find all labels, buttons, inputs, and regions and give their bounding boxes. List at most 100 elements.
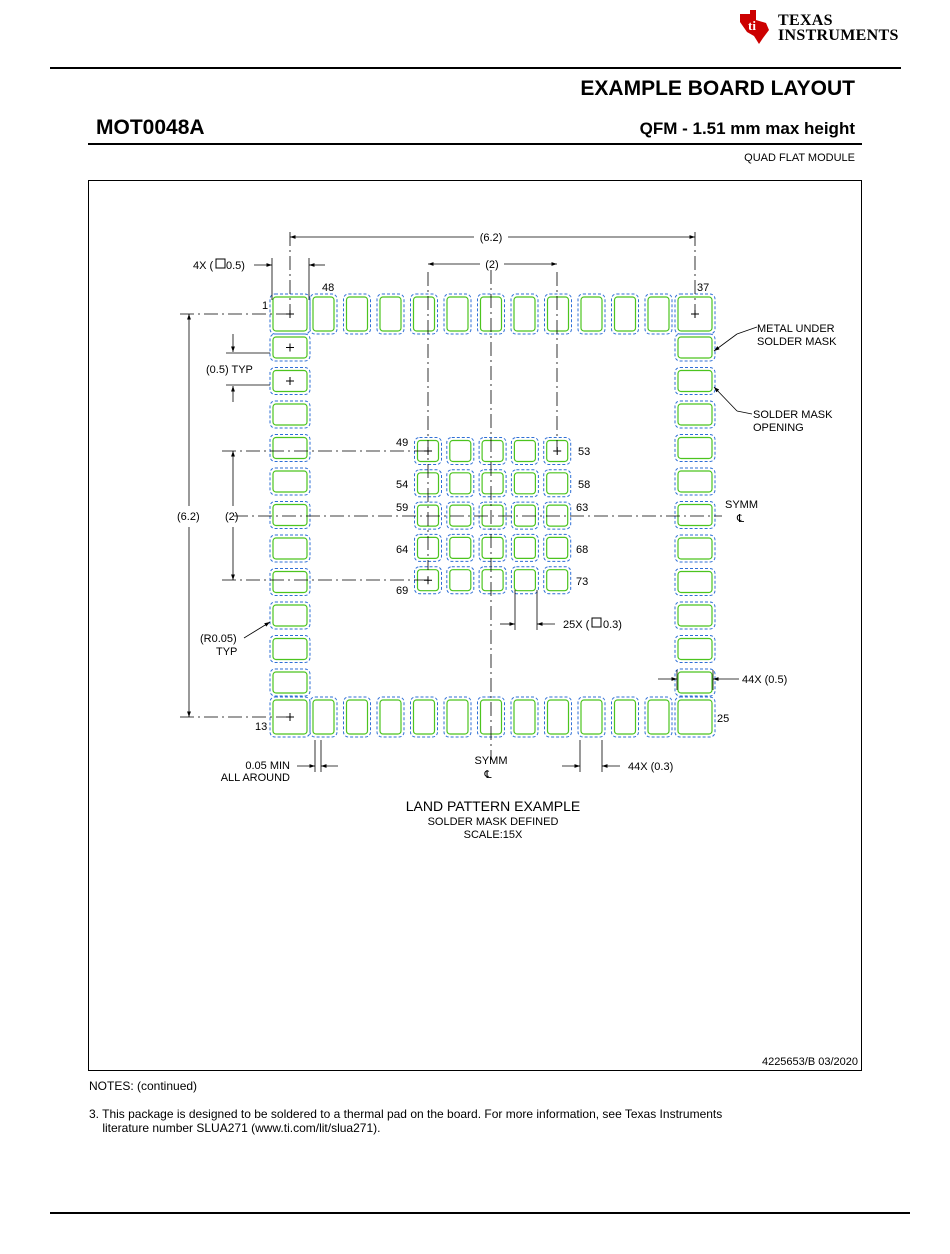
pin-58-label: 58: [578, 479, 590, 491]
pitch-label: (0.5) TYP: [206, 364, 253, 376]
pin-25-label: 25: [717, 713, 729, 725]
left-pad: [269, 668, 311, 697]
corner-pad-size-label: 0.5): [226, 260, 245, 272]
corner-pad: [674, 696, 716, 738]
pin-48-label: 48: [322, 282, 334, 294]
left-pad: [269, 601, 311, 630]
ti-logo: ti TEXAS INSTRUMENTS: [736, 8, 906, 48]
pin-63-label: 63: [576, 502, 588, 514]
logo-line-2: INSTRUMENTS: [778, 27, 899, 44]
caption-scale: SCALE:15X: [464, 829, 523, 841]
pin-64-label: 64: [396, 544, 408, 556]
top-pad: [577, 293, 606, 335]
symm-right-label: SYMM: [725, 499, 758, 511]
logo-line-1: TEXAS: [778, 12, 833, 29]
top-pad: [644, 293, 673, 335]
right-pad: [674, 400, 716, 429]
pin-68-label: 68: [576, 544, 588, 556]
pad-width-label: 44X (0.3): [628, 761, 673, 773]
min-clearance-label-1: 0.05 MIN: [245, 760, 290, 772]
metal-under-label-1: METAL UNDER: [757, 323, 835, 335]
pin-37-label: 37: [697, 282, 709, 294]
mask-opening-label-1: SOLDER MASK: [753, 409, 833, 421]
pin-13-label: 13: [255, 721, 267, 733]
corner-pad-label: 4X (: [193, 260, 214, 272]
thermal-pad: [510, 469, 539, 498]
bottom-pad: [544, 696, 572, 738]
thermal-pad: [543, 469, 572, 498]
left-pad: [269, 501, 311, 529]
bottom-pad: [644, 696, 673, 738]
top-pad: [309, 293, 338, 335]
top-pad: [376, 293, 405, 335]
bottom-pad: [343, 696, 371, 738]
texas-state-icon: ti: [740, 10, 769, 44]
left-pad: [269, 467, 311, 496]
thermal-pad: [478, 533, 507, 562]
pin-1-label: 1: [262, 300, 268, 312]
right-pad: [674, 635, 716, 663]
thermal-pad: [510, 437, 539, 465]
notes-heading: NOTES: (continued): [89, 1079, 198, 1093]
top-pad: [544, 293, 572, 335]
package-description: QFM - 1.51 mm max height: [639, 119, 855, 138]
svg-text:ti: ti: [748, 18, 756, 33]
centerlines: [180, 232, 722, 760]
left-pad: [269, 367, 311, 395]
pin-59-label: 59: [396, 502, 408, 514]
pin-73-label: 73: [576, 576, 588, 588]
drawing-reference: 4225653/B 03/2020: [761, 1056, 858, 1068]
right-pad: [674, 568, 716, 596]
caption-title: LAND PATTERN EXAMPLE: [406, 798, 581, 814]
right-pad: [674, 434, 716, 462]
square-symbol-icon: [591, 617, 602, 628]
thermal-pad-size-label: 0.3): [603, 619, 622, 631]
thermal-pad: [478, 566, 507, 595]
thermal-pad: [543, 533, 572, 562]
top-pad: [410, 293, 438, 335]
pin-69-label: 69: [396, 585, 408, 597]
left-pad: [269, 434, 311, 462]
thermal-pad: [446, 437, 475, 465]
dim-inner-width-label: (2): [485, 259, 498, 271]
dim-width-label: (6.2): [480, 232, 503, 244]
right-pad: [674, 668, 716, 697]
thermal-pad: [478, 437, 507, 465]
caption-subtitle: SOLDER MASK DEFINED: [428, 816, 559, 828]
centerline-bottom-icon: ℄: [483, 769, 491, 781]
header-rule: [50, 67, 901, 69]
pin-54-label: 54: [396, 479, 408, 491]
thermal-pad: [510, 533, 539, 562]
pin-49-label: 49: [396, 437, 408, 449]
left-pad: [269, 635, 311, 663]
metal-under-label-2: SOLDER MASK: [757, 336, 837, 348]
note-3-line-2: literature number SLUA271 (www.ti.com/li…: [89, 1121, 381, 1135]
right-pad: [674, 333, 716, 362]
note-3-line-1: 3. This package is designed to be solder…: [89, 1107, 723, 1121]
thermal-pad: [446, 469, 475, 498]
symm-bottom-label: SYMM: [475, 755, 508, 767]
document-id: MOT0048A: [96, 116, 205, 139]
min-clearance-label-2: ALL AROUND: [221, 772, 290, 784]
title-rule: [88, 143, 862, 145]
drawing-frame: [88, 180, 862, 1071]
top-pad: [510, 293, 539, 335]
pads-group: [269, 293, 716, 738]
top-pad: [343, 293, 371, 335]
left-pad: [269, 333, 311, 362]
right-pad: [674, 467, 716, 496]
footer-rule: [50, 1212, 910, 1214]
pad-length-label: 44X (0.5): [742, 674, 787, 686]
bottom-pad: [577, 696, 606, 738]
radius-label-2: TYP: [216, 646, 237, 658]
dim-height-label: (6.2): [177, 511, 200, 523]
thermal-pad: [446, 566, 475, 595]
thermal-pad: [543, 566, 572, 595]
right-pad: [674, 534, 716, 563]
square-symbol-icon: [215, 258, 226, 269]
thermal-pad: [478, 469, 507, 498]
note-3: 3. This package is designed to be solder…: [89, 1107, 789, 1135]
right-pad: [674, 601, 716, 630]
bottom-pad: [611, 696, 639, 738]
